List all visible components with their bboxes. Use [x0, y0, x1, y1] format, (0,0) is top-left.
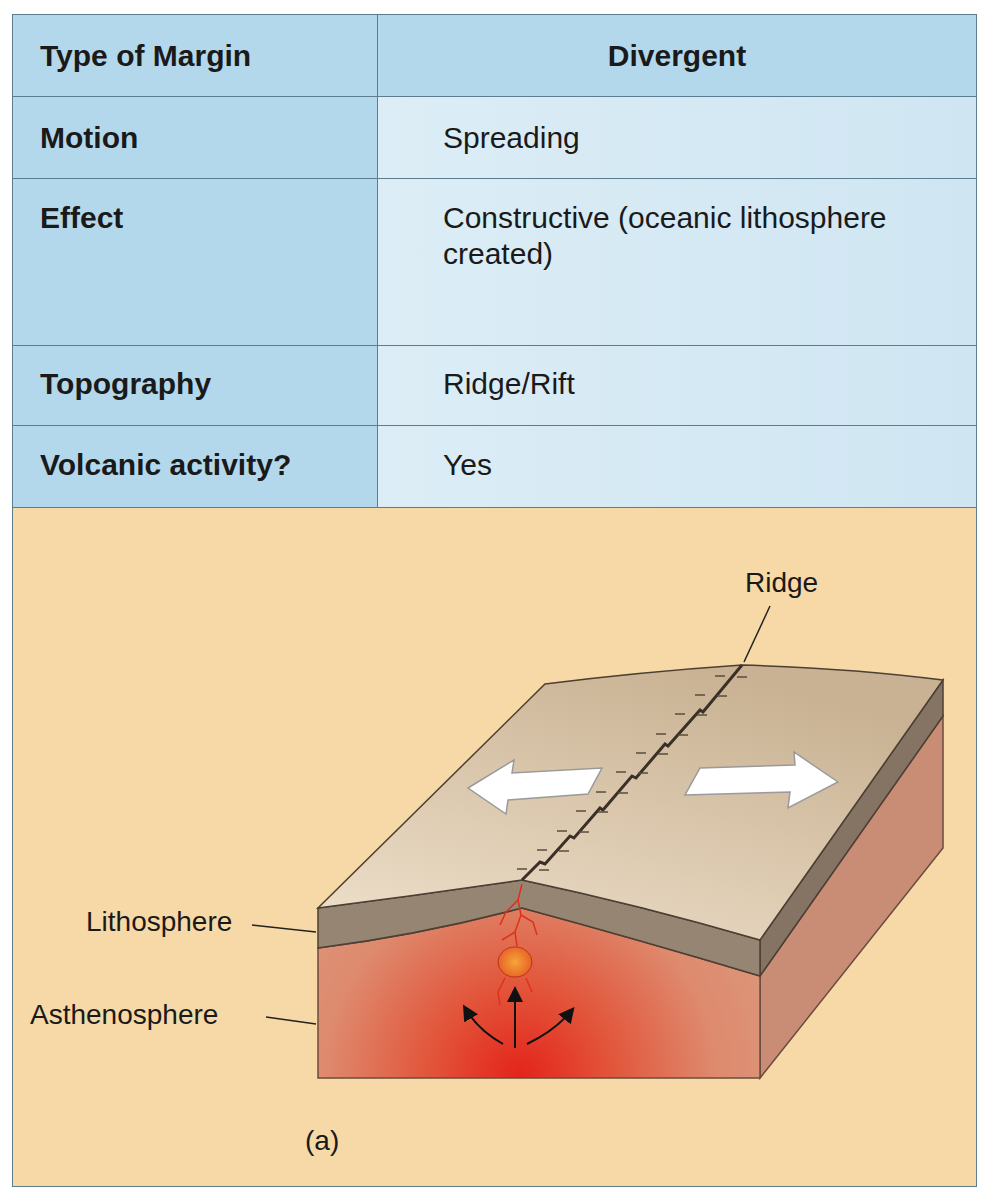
illustration-part: [521, 915, 537, 935]
row-header: Volcanic activity?: [40, 447, 291, 483]
illustration-part: [514, 990, 516, 1048]
illustration-part: [717, 695, 727, 697]
illustration-part: [656, 733, 666, 735]
illustration-part: [638, 772, 648, 774]
part-label: Asthenosphere: [30, 998, 218, 1032]
illustration-part: [675, 713, 685, 715]
illustration-part: [695, 694, 705, 696]
illustration-part: [498, 884, 537, 1005]
illustration-part: [559, 850, 569, 852]
illustration-part: [537, 849, 547, 851]
illustration-part: [685, 752, 838, 808]
illustration-part: [517, 868, 527, 870]
row-header: Effect: [40, 200, 123, 236]
row-header: Motion: [40, 120, 138, 156]
illustration-part: [266, 1017, 316, 1024]
illustration-part: [616, 771, 626, 773]
illustration-part: [715, 675, 725, 677]
illustration-part: [678, 734, 688, 736]
illustration-part: [500, 900, 518, 925]
illustration-part: [658, 753, 668, 755]
illustration-part: [744, 606, 770, 662]
illustration-part: [318, 665, 943, 940]
illustration-part: [498, 978, 505, 1005]
part-label: Ridge: [745, 566, 818, 600]
illustration-part: [527, 1010, 572, 1044]
table-cell-text: Ridge/Rift: [443, 366, 575, 402]
illustration-part: [526, 978, 532, 992]
table-cell-text: Yes: [443, 447, 492, 483]
illustration-part: [502, 932, 515, 940]
row-header: Topography: [40, 366, 211, 402]
illustration-part: [515, 884, 522, 946]
illustration-part: [468, 760, 602, 814]
table-cell-text: Spreading: [443, 120, 580, 156]
figure-label: (a): [305, 1124, 339, 1158]
illustration-part: [737, 676, 747, 678]
illustration-part: [465, 1008, 503, 1044]
illustration-part: [539, 869, 549, 871]
illustration-part: [465, 990, 572, 1048]
illustration-part: [697, 714, 707, 716]
illustration-part: [598, 811, 608, 813]
row-header: Type of Margin: [40, 38, 251, 74]
illustration-part: [498, 947, 532, 977]
illustration-part: [579, 831, 589, 833]
column-header: Divergent: [377, 38, 977, 74]
illustration-part: [252, 606, 770, 1024]
illustration-part: [576, 810, 586, 812]
illustration-part: [636, 752, 646, 754]
part-label: Lithosphere: [86, 905, 232, 939]
illustration-part: [618, 792, 628, 794]
table-cell-text: Constructive (oceanic lithosphere create…: [443, 200, 913, 272]
illustration-part: [557, 830, 567, 832]
illustration-part: [252, 925, 316, 932]
illustration-part: [596, 791, 606, 793]
